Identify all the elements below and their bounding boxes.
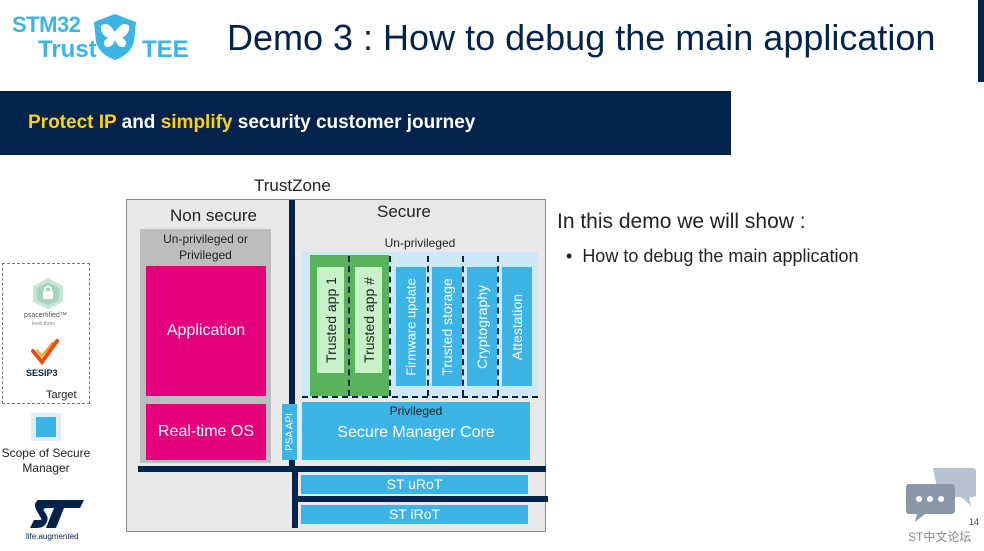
bullet-item: • How to debug the main application [566, 246, 859, 267]
banner-rest: security customer journey [232, 112, 476, 133]
psa-certified-label: psacertified™ [24, 312, 67, 319]
target-label: Target [46, 389, 77, 401]
demo-heading: In this demo we will show : [557, 210, 806, 233]
psa-certified-icon [33, 278, 63, 309]
application-block [146, 266, 266, 396]
partition-divider [462, 256, 464, 396]
urot-label: ST uRoT [386, 476, 443, 492]
privileged-label: Privileged [389, 404, 443, 418]
trusted-app-1: Trusted app 1 [317, 267, 344, 373]
logo-tee: TEE [142, 36, 189, 63]
target-certifications-box [2, 263, 90, 404]
rtos-label: Real-time OS [157, 423, 255, 440]
hardware-divider [138, 466, 546, 472]
irot-label: ST iRoT [388, 506, 441, 522]
banner-highlight-protect: Protect IP [28, 112, 117, 133]
unprivileged-label: Un-privileged [384, 236, 456, 250]
psa-api-block: PSA API [282, 404, 297, 460]
application-label: Application [166, 322, 246, 339]
non-secure-privilege-label: Un-privileged or Privileged [163, 232, 248, 262]
forum-chat-icon [906, 468, 976, 522]
secure-label: Secure [377, 202, 431, 221]
bullet-text: How to debug the main application [582, 246, 859, 266]
title-accent-bar [978, 0, 984, 82]
service-trusted-storage-label: Trusted storage [439, 277, 455, 376]
trusted-app-n: Trusted app # [355, 267, 382, 373]
bullet-dot: • [566, 246, 583, 266]
scope-label: Scope of Secure Manager [1, 446, 91, 475]
sesip-check-icon [31, 339, 59, 366]
partition-divider [497, 256, 499, 396]
service-cryptography-label: Cryptography [474, 284, 490, 369]
service-firmware-update-label: Firmware update [403, 277, 419, 376]
service-attestation: Attestation [502, 267, 532, 386]
rtos-block [146, 404, 266, 460]
trusted-app-n-label: Trusted app # [360, 277, 377, 363]
non-secure-label: Non secure [170, 206, 257, 225]
service-trusted-storage: Trusted storage [432, 267, 462, 386]
butterfly-shield-icon [94, 14, 136, 60]
slide-title: Demo 3 : How to debug the main applicati… [227, 17, 936, 58]
banner [0, 91, 731, 155]
psa-level-label: level three [32, 321, 56, 327]
forum-label: ST中文论坛 [908, 530, 972, 544]
psa-api-label: PSA API [284, 413, 295, 451]
sesip-label: SESIP3 [26, 368, 58, 378]
service-firmware-update: Firmware update [396, 267, 426, 386]
trusted-app-1-label: Trusted app 1 [322, 277, 339, 363]
service-cryptography: Cryptography [467, 267, 497, 386]
logo-trust: Trust [38, 36, 97, 63]
secure-manager-core-label: Secure Manager Core [337, 424, 495, 441]
privilege-divider [302, 396, 538, 398]
banner-and: and [116, 112, 161, 133]
banner-text: Protect IP and simplify security custome… [28, 112, 475, 134]
partition-divider [427, 256, 429, 396]
scope-swatch [36, 417, 56, 437]
urot-block: ST uRoT [301, 475, 528, 494]
partition-divider [389, 256, 391, 396]
irot-block: ST iRoT [301, 505, 528, 524]
banner-highlight-simplify: simplify [160, 112, 233, 133]
rot-divider [293, 496, 548, 502]
trustzone-label: TrustZone [254, 176, 331, 195]
logo-stm32: STM32 [12, 12, 81, 37]
service-attestation-label: Attestation [509, 293, 525, 360]
partition-divider [348, 256, 350, 396]
page-number: 14 [969, 517, 980, 527]
st-logo-icon [30, 500, 84, 528]
st-tagline: life.augmented [26, 532, 79, 541]
trustzone-divider [289, 200, 295, 470]
secure-manager-core-block [302, 402, 530, 460]
